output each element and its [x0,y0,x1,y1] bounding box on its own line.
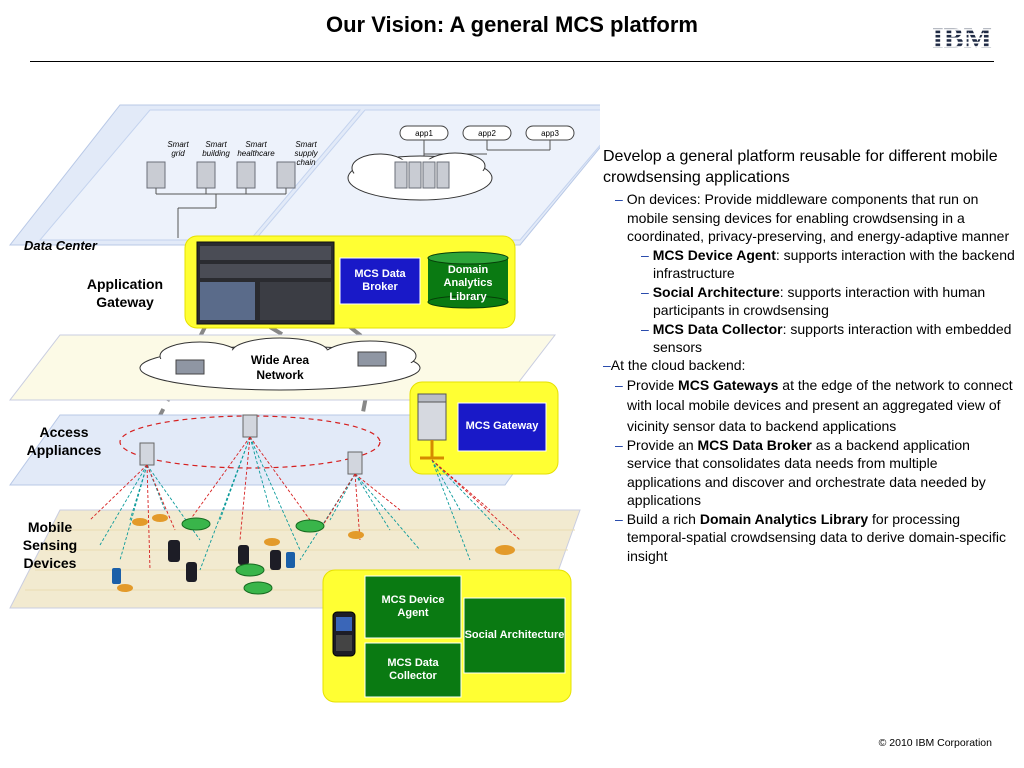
server-icon [394,161,408,189]
phone-icon [168,540,180,562]
sensor-icon [264,538,280,546]
mcs-data-broker-box [339,257,421,305]
access-point-icon [347,451,363,475]
router-icon [175,359,205,375]
wan-cloud [139,337,421,391]
car-icon [295,519,325,533]
mobile-sensing-devices-label: Mobile Sensing Devices [22,519,78,571]
architecture-diagram: Data Center app1 app2 app3 [8,104,600,703]
phone-icon [286,552,295,568]
header-rule [30,61,994,62]
data-center-cloud [347,152,493,201]
mcs-gateway-box [457,402,547,452]
sensor-icon [495,545,515,555]
sensor-links [89,436,521,571]
server-icon [422,161,436,189]
bullet-analytics-library: – Build a rich Domain Analytics Library … [615,510,1006,564]
phone-icon [112,568,121,584]
panel-heading: Develop a general platform reusable for … [603,148,998,187]
mcs-device-agent-label: MCS Device Agent [381,593,445,619]
copyright-footer: © 2010 IBM Corporation [878,737,992,749]
gateway-server-icon [196,241,335,325]
access-point-icon [242,414,258,438]
app-pill-label: app2 [478,129,496,138]
server-icon [196,161,216,189]
car-icon [181,517,211,531]
server-icon [408,161,422,189]
bullet-data-broker: – Provide an MCS Data Broker as a backen… [615,436,986,509]
bullet-device-agent: – MCS Device Agent: supports interaction… [641,246,1015,282]
access-appliance-icons [139,414,363,475]
domain-analytics-library-label: Domain Analytics Library [443,263,493,303]
server-icon [436,161,450,189]
server-icon [276,161,296,189]
bullet-gateways: – Provide MCS Gateways at the edge of th… [615,376,1013,434]
access-appliances-label: Access Appliances [26,424,102,458]
description-panel: Develop a general platform reusable for … [603,146,1015,565]
mcs-data-broker-label: MCS Data Broker [354,267,406,293]
sensor-icon [117,584,133,592]
router-icon [357,351,387,367]
page-title: Our Vision: A general MCS platform [325,12,698,37]
social-architecture-box [463,597,566,674]
cloud-app-pills: app1 app2 app3 [399,125,575,158]
access-point-icon [139,442,155,466]
social-architecture-label: Social Architecture [464,628,565,641]
bullet-data-collector: – MCS Data Collector: supports interacti… [641,320,1012,355]
ibm-logo: IBM [932,22,992,52]
app-pill-label: app3 [541,129,559,138]
phone-icon [270,550,281,570]
mcs-data-collector-box [364,642,462,698]
server-icon [236,161,256,189]
app-pill-label: app1 [415,129,433,138]
bullet-on-devices: – On devices: Provide middleware compone… [615,191,1010,245]
data-center-label: Data Center [24,238,98,253]
bullet-social-architecture: – Social Architecture: supports interact… [641,283,986,319]
sensor-icon [348,531,364,539]
gateway-server-icon [417,393,447,460]
domain-analytics-library-cylinder [427,251,509,309]
phone-icon [186,562,197,582]
phone-icon [238,545,249,565]
application-gateway-label: Application Gateway [86,276,164,310]
server-icon [146,161,166,189]
app-server-icons [146,161,296,238]
bullet-cloud-backend: –At the cloud backend: [603,357,746,374]
svg-text:IBM: IBM [932,22,992,52]
smartphone-icon [332,611,356,657]
mcs-gateway-label: MCS Gateway [465,420,539,433]
mcs-data-collector-label: MCS Data Collector [387,656,439,682]
wan-label: Wide Area Network [250,353,310,382]
car-icon [243,581,273,595]
car-icon [235,563,265,577]
sensor-icon [132,518,148,526]
sensor-icon [152,514,168,522]
mcs-device-agent-box [364,575,462,639]
mobile-device-icons [112,514,515,595]
